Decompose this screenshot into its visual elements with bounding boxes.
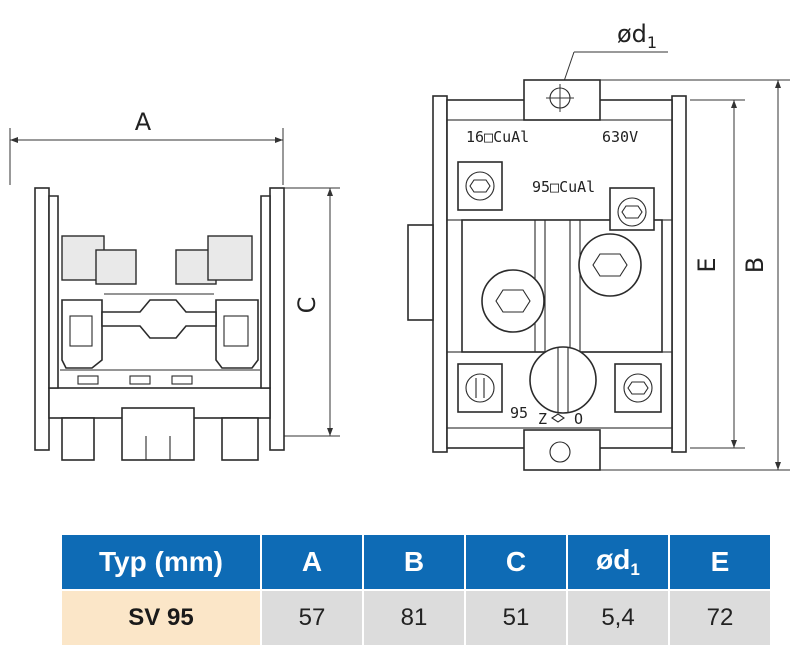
cell-b: 81: [364, 591, 464, 645]
table-header-row: Typ (mm) A B C ød1 E: [62, 535, 770, 589]
header-d1: ød1: [568, 535, 668, 589]
cell-d1: 5,4: [568, 591, 668, 645]
side-view: A C: [9, 108, 340, 461]
cell-c: 51: [466, 591, 566, 645]
dim-label-b: B: [741, 257, 769, 273]
header-type: Typ (mm): [62, 535, 260, 589]
dim-label-c: C: [293, 297, 321, 314]
header-e: E: [670, 535, 770, 589]
header-b: B: [364, 535, 464, 589]
marking-o: O: [574, 410, 583, 428]
front-view: ød1 B E: [407, 20, 790, 471]
marking-wire-top: 16□CuAl: [466, 128, 529, 146]
cell-type: SV 95: [62, 591, 260, 645]
marking-wire-mid: 95□CuAl: [532, 178, 595, 196]
dim-label-d1: ød1: [617, 20, 657, 52]
cell-a: 57: [262, 591, 362, 645]
marking-z: Z: [538, 410, 547, 428]
spec-table: Typ (mm) A B C ød1 E SV 95 57 81 51 5,4 …: [60, 533, 772, 647]
cell-e: 72: [670, 591, 770, 645]
table-row: SV 95 57 81 51 5,4 72: [62, 591, 770, 645]
dim-label-a: A: [135, 108, 152, 136]
header-a: A: [262, 535, 362, 589]
header-c: C: [466, 535, 566, 589]
dim-label-e: E: [693, 257, 721, 272]
marking-95: 95: [510, 404, 528, 422]
marking-voltage: 630V: [602, 128, 638, 146]
technical-drawing: A C: [9, 20, 790, 471]
